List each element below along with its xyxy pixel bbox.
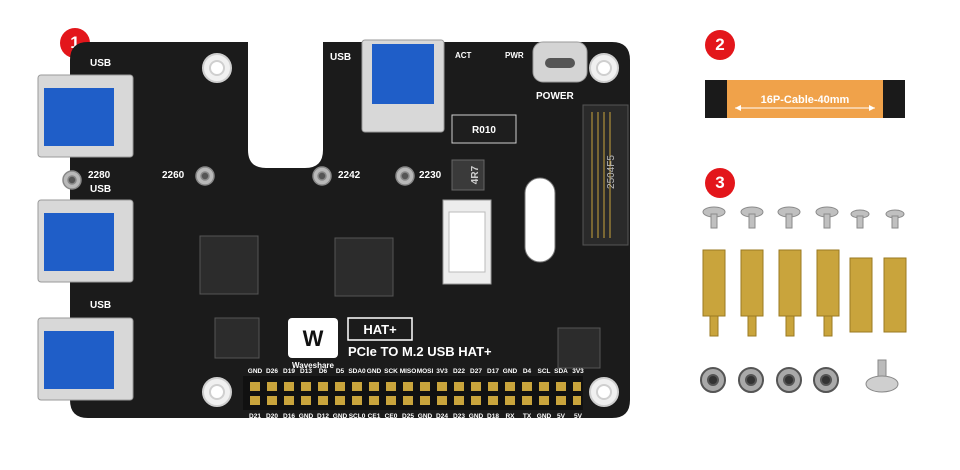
- gpio-top-label: MOSI: [417, 368, 434, 375]
- gpio-bottom-label: GND: [537, 413, 552, 420]
- gpio-bottom-label: TX: [523, 413, 532, 420]
- badge-2: 2: [705, 30, 735, 60]
- gpio-bottom-label: D24: [436, 413, 448, 420]
- gpio-top-label: D4: [523, 368, 532, 375]
- gpio-bottom-label: D18: [487, 413, 499, 420]
- gpio-top-label: D13: [300, 368, 312, 375]
- gpio-bottom-label: RX: [505, 413, 515, 420]
- usb-label-1: USB: [90, 58, 111, 69]
- thumb-screw: [865, 359, 899, 393]
- gpio-top-label: D26: [266, 368, 278, 375]
- gpio-top-label: GND: [248, 368, 263, 375]
- act-label: ACT: [455, 51, 472, 60]
- pwr-label: PWR: [505, 51, 524, 60]
- m2-pins: [591, 112, 611, 238]
- m2-standoffs: [62, 166, 415, 190]
- screws: [702, 206, 905, 229]
- gpio-bottom-label: D16: [283, 413, 295, 420]
- gpio-bottom-label: D23: [453, 413, 465, 420]
- gpio-top-label: D22: [453, 368, 465, 375]
- hat-label-box: [347, 317, 413, 341]
- gpio-bottom-label: GND: [333, 413, 348, 420]
- usb-label-3: USB: [90, 300, 111, 311]
- gpio-top-label: SCL: [538, 368, 551, 375]
- usb-label-top: USB: [330, 52, 351, 63]
- gpio-top-label: D17: [487, 368, 499, 375]
- power-label: POWER: [536, 91, 575, 102]
- gpio-top-label: SDA0: [348, 368, 366, 375]
- inductor-label: 4R7: [470, 165, 481, 184]
- chip-4: [557, 327, 601, 369]
- chip-3: [214, 317, 260, 359]
- nuts: [700, 367, 839, 393]
- svg-text:W: W: [303, 326, 324, 351]
- chip-2: [334, 237, 394, 297]
- gpio-bottom-label: GND: [418, 413, 433, 420]
- gpio-bottom-label: CE0: [385, 413, 398, 420]
- gpio-top-label: 3V3: [436, 368, 448, 375]
- gpio-top-label: GND: [503, 368, 518, 375]
- hat-label: HAT+: [363, 322, 397, 337]
- gpio-top-label: SDA: [554, 368, 568, 375]
- gpio-bottom-label: 5V: [574, 413, 583, 420]
- brand-label: Waveshare: [292, 361, 335, 370]
- usb-ports-left: [37, 74, 134, 401]
- gpio-top-label: MISO: [400, 368, 417, 375]
- gpio-bottom-label: D12: [317, 413, 329, 420]
- gpio-bottom-label: GND: [469, 413, 484, 420]
- gpio-bottom-label: SCL0: [349, 413, 366, 420]
- brass-standoffs: [702, 249, 907, 337]
- usb-label-2: USB: [90, 184, 111, 195]
- gpio-bottom-label: D21: [249, 413, 261, 420]
- gpio-bottom-label: D25: [402, 413, 414, 420]
- inductor: [451, 159, 485, 191]
- gpio-top-label: 3V3: [572, 368, 584, 375]
- mount-label-2242: 2242: [338, 170, 361, 181]
- gpio-bottom-label: 5V: [557, 413, 566, 420]
- gpio-top-label: D5: [336, 368, 345, 375]
- slot-label: 2504F5: [606, 155, 617, 189]
- badge-3: 3: [705, 168, 735, 198]
- gpio-top-label: D19: [283, 368, 295, 375]
- gpio-top-label: D6: [319, 368, 328, 375]
- gpio-pins: [250, 382, 581, 405]
- resistor-label: R010: [472, 125, 496, 136]
- resistor: [451, 114, 517, 144]
- mount-label-2260: 2260: [162, 170, 185, 181]
- mount-label-2230: 2230: [419, 170, 442, 181]
- gpio-top-label: SCK: [384, 368, 398, 375]
- gpio-bottom-label: CE1: [368, 413, 381, 420]
- gpio-bottom-label: D20: [266, 413, 278, 420]
- m2-slot: [582, 104, 629, 246]
- mount-label-2280: 2280: [88, 170, 111, 181]
- waveshare-logo: [288, 318, 338, 358]
- cable-body: [705, 80, 905, 118]
- product-title: PCIe TO M.2 USB HAT+: [348, 344, 492, 359]
- gpio-bottom-label: GND: [299, 413, 314, 420]
- mount-holes: [202, 53, 619, 407]
- chip-1: [199, 235, 259, 295]
- cable-label: 16P-Cable-40mm: [761, 94, 850, 106]
- cable-slot: [524, 177, 556, 263]
- gpio-top-label: D27: [470, 368, 482, 375]
- gpio-top-label: GND: [367, 368, 382, 375]
